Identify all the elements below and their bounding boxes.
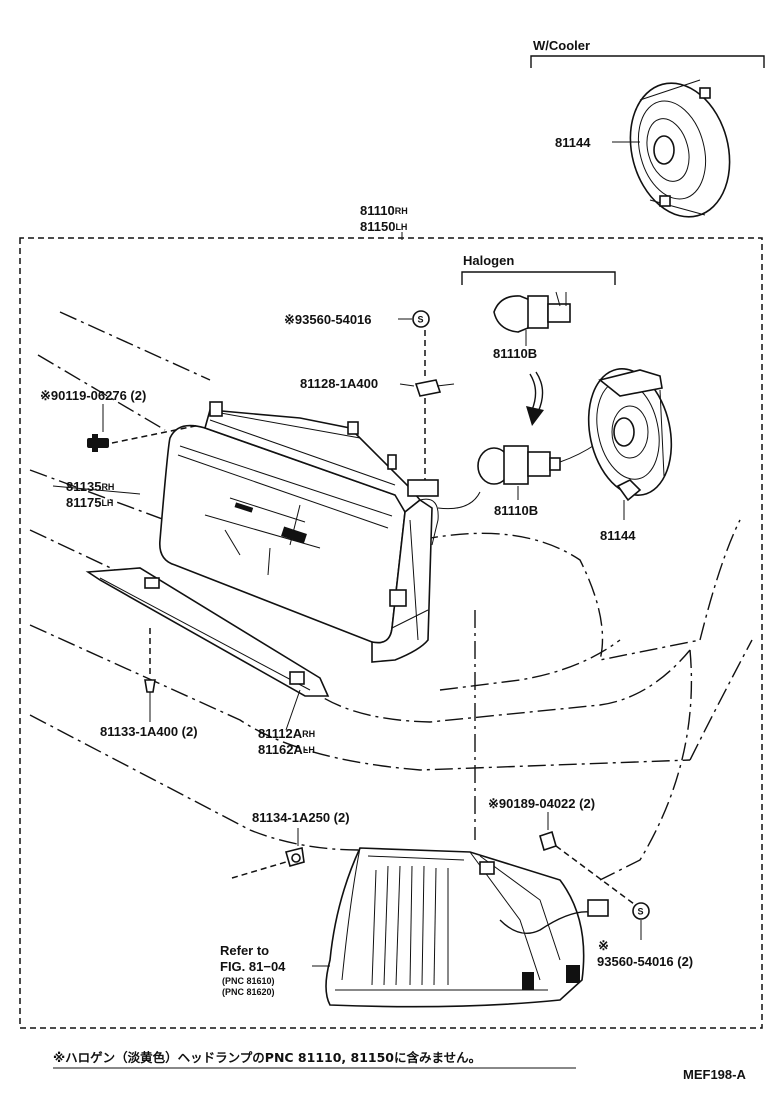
label-90189: ※90189-04022 (2) [488,796,595,811]
leader-lines [52,383,455,731]
body-contour-lines [29,311,753,881]
bulb-cover-cooler [612,79,731,218]
lower-bracket [85,567,330,697]
assembly-frame [19,232,763,1029]
label-93560-bot: 93560-54016 (2) [597,954,693,969]
label-93560-top: ※93560-54016 [284,312,372,327]
svg-text:S: S [638,907,644,917]
figure-code: MEF198-A [683,1067,746,1082]
label-81110b-b: 81110B [494,503,538,518]
w-cooler-bracket [530,55,765,68]
label-81162a: 81162ALH [258,742,315,757]
direction-arrow [526,371,544,426]
screw-81133 [144,628,156,722]
label-pnc-b: (PNC 81620) [222,987,275,997]
label-81144-top: 81144 [555,135,591,150]
label-81144-mid: 81144 [600,528,636,543]
footnote-text: ※ハロゲン（淡黄色）ヘッドランプのPNC 81110, 81150に含みません。 [53,1050,481,1065]
footnote: ※ハロゲン（淡黄色）ヘッドランプのPNC 81110, 81150に含みません。 [53,1050,576,1069]
label-81135: 81135RH [66,479,114,494]
label-halogen: Halogen [463,253,514,268]
label-81134: 81134-1A250 (2) [252,810,350,825]
part-labels: W/Cooler 81144 81110RH 81150LH Halogen ※… [40,38,693,997]
label-81112a: 81112ARH [258,726,315,741]
label-81150: 81150LH [360,219,407,234]
clip-81134 [231,828,305,879]
label-pnc-a: (PNC 81610) [222,976,275,986]
halogen-bulb-bottom [477,443,597,500]
label-90119: ※90119-06276 (2) [40,388,146,403]
label-81110: 81110RH [360,203,408,218]
clip-81128: S [398,310,442,480]
label-fig-ref: FIG. 81−04 [220,959,286,974]
label-81110b-a: 81110B [493,346,537,361]
side-marker-lamp [312,847,609,1008]
label-81133: 81133-1A400 (2) [100,724,198,739]
bulb-wire [437,491,481,510]
halogen-bulb-top [493,291,571,346]
label-81175: 81175LH [66,495,113,510]
label-81128: 81128-1A400 [300,376,378,391]
nut-90189: S [539,812,650,940]
label-refer-to: Refer to [220,943,269,958]
screw-90119 [87,404,201,452]
halogen-bracket [461,271,616,285]
svg-text:S: S [418,315,424,325]
label-93560-bot-mark: ※ [598,938,609,953]
label-w-cooler: W/Cooler [533,38,590,53]
headlamp-unit [158,401,439,663]
bulb-cover-halogen [587,368,673,520]
